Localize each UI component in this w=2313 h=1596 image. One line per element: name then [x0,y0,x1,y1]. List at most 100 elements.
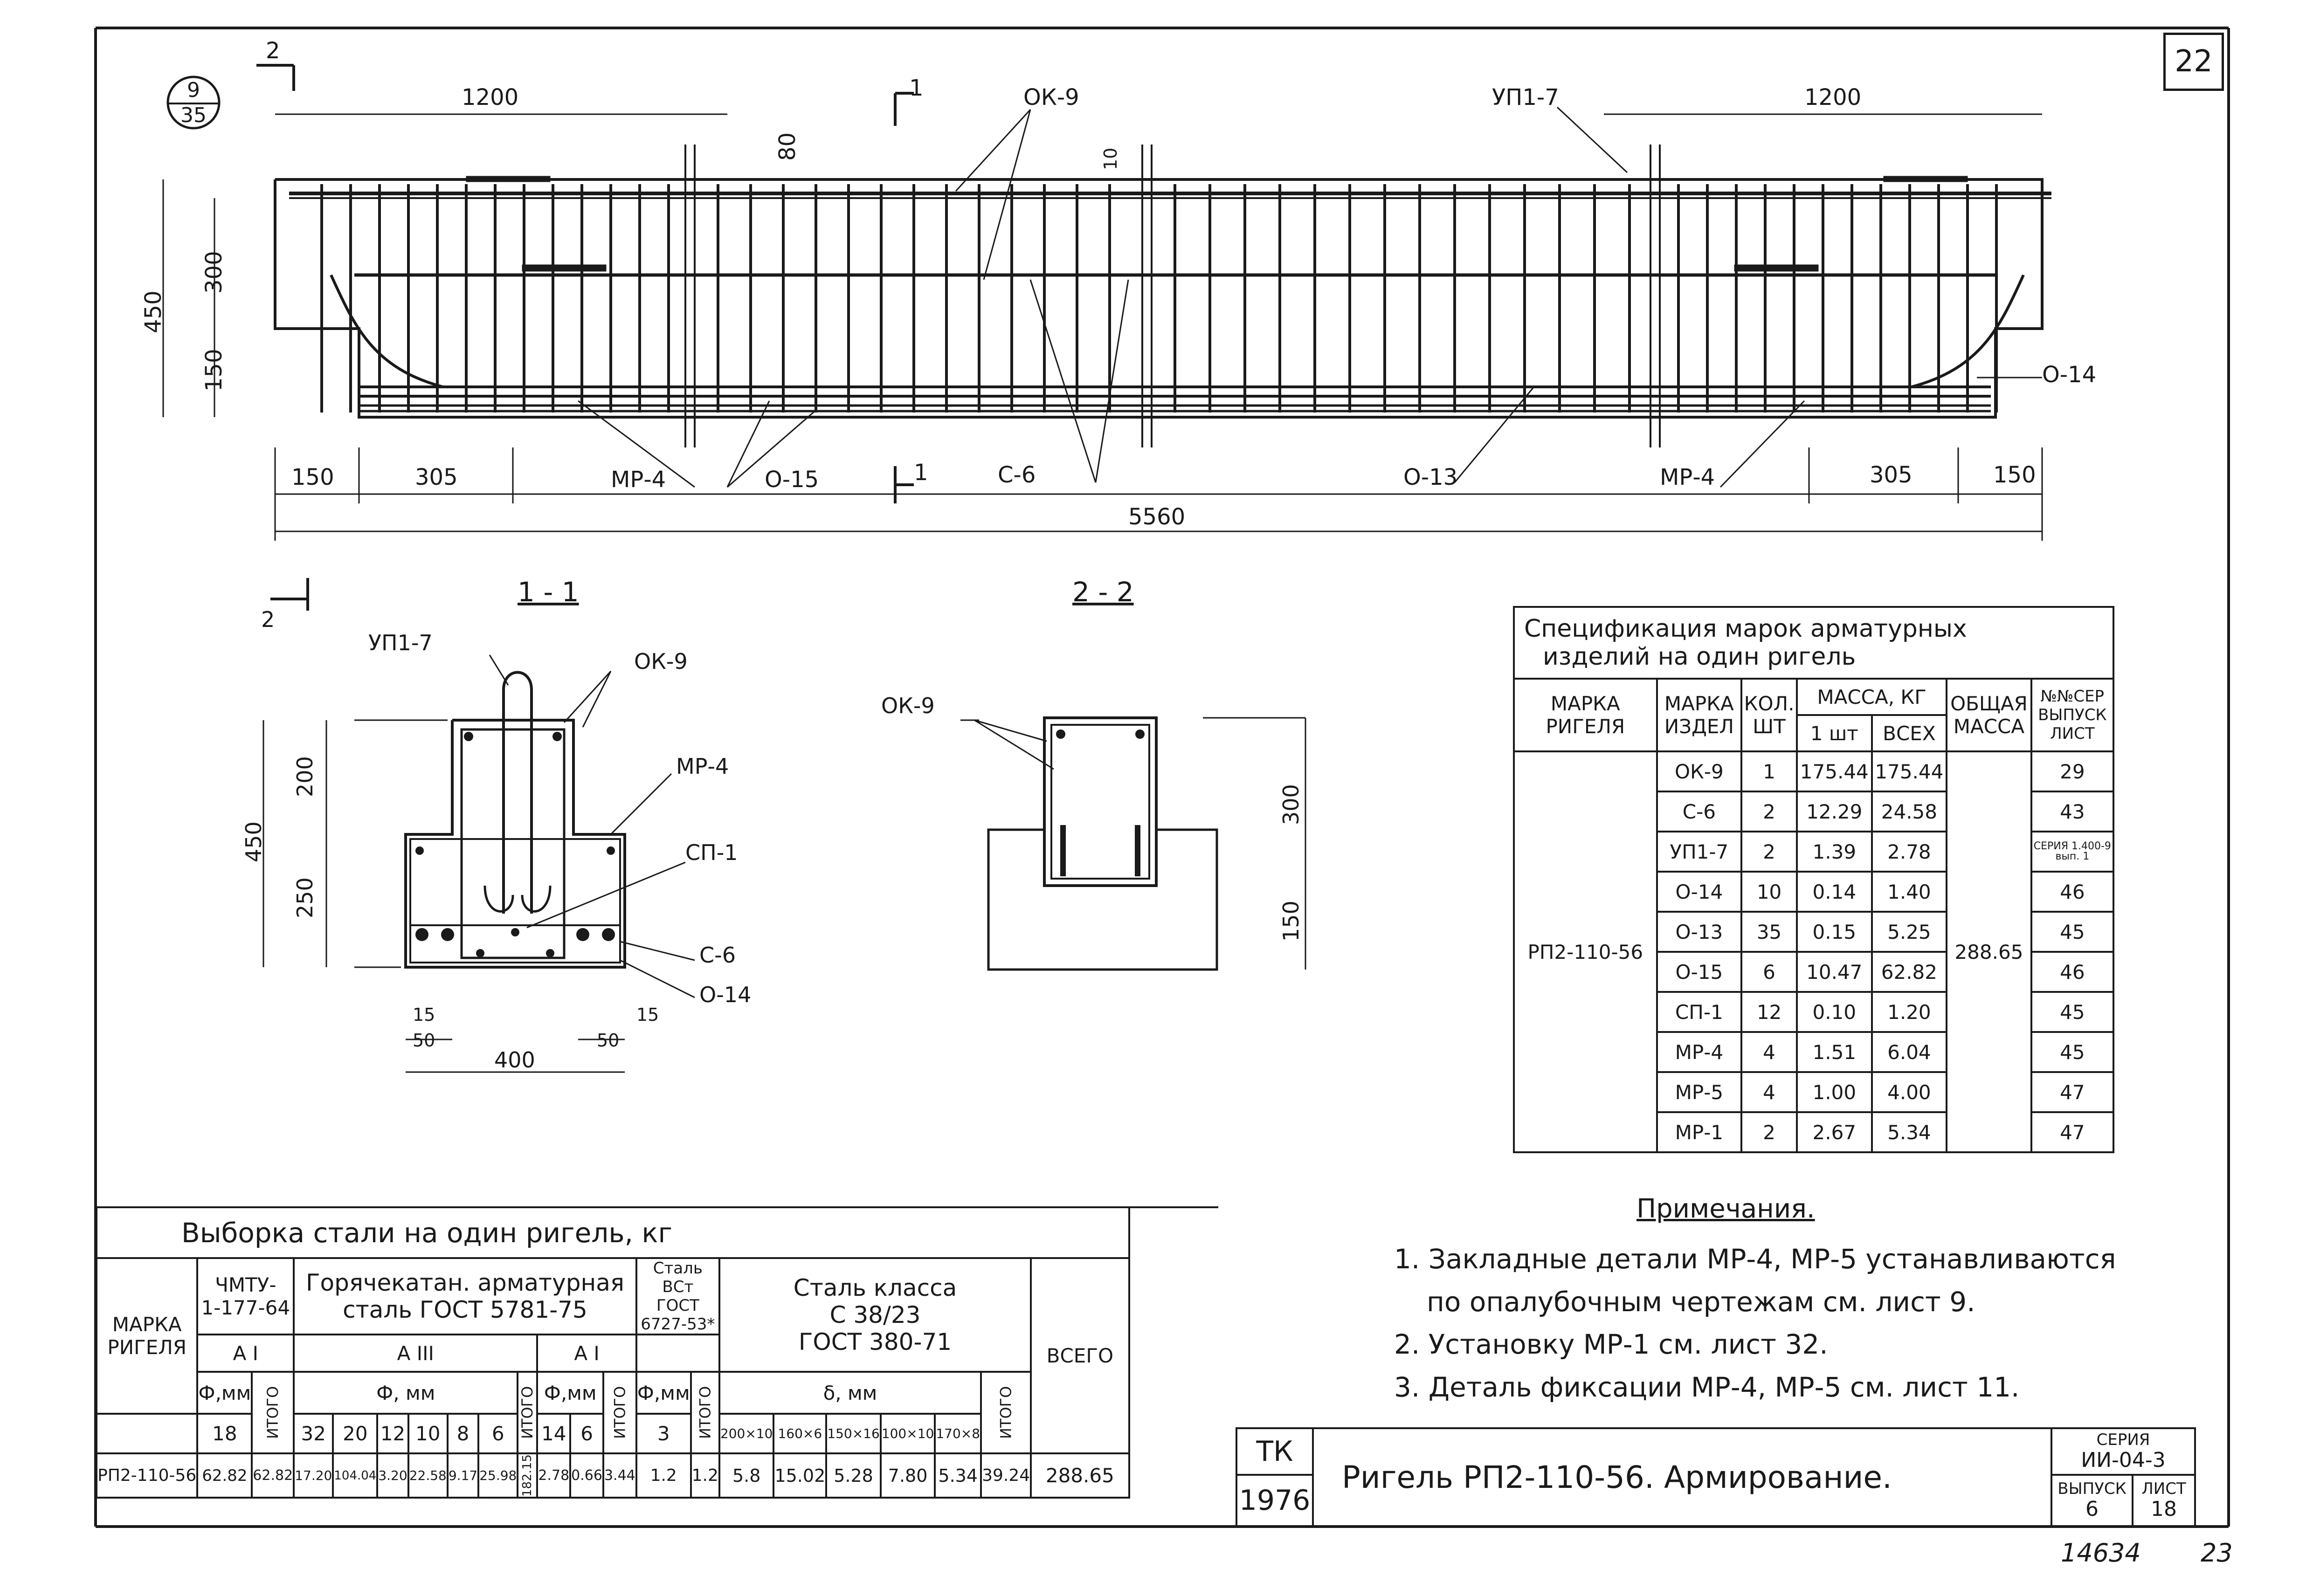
spec-row-all: 4.00 [1871,1071,1948,1113]
steel-v12: 3.20 [376,1452,409,1499]
detail-ref-bottom: 35 [180,103,207,127]
dim-15-right-s11: 15 [636,1004,659,1025]
steel-vst-blank [635,1334,720,1373]
steel-d20: 20 [332,1413,379,1454]
steel-v3: 1.2 [635,1452,692,1499]
steel-col-chmtu: ЧМТУ-1-177-64 [196,1257,295,1335]
section-2-2-title: 2 - 2 [1072,576,1134,608]
section-2-2-labels: 2 - 2 ОК-9 300 150 [881,576,1304,942]
spec-table: Спецификация марок арматурных изделий на… [1513,606,2115,1153]
spec-row-qty: 4 [1740,1031,1798,1073]
note-1a: 1. Закладные детали МР-4, МР-5 устанавли… [1394,1243,2116,1275]
dim-250-s11: 250 [292,877,318,918]
tb-tk: ТК [1236,1427,1314,1476]
beam-outline [274,178,2044,419]
steel-v32: 17.20 [293,1452,334,1499]
section-2-2 [960,716,1306,971]
steel-s100: 100×10 [879,1413,936,1454]
spec-row-mark: О-15 [1656,951,1743,993]
spec-col-1sht: 1 шт [1795,714,1873,752]
note-2: 2. Установку МР-1 см. лист 32. [1394,1328,1828,1361]
note-1b: по опалубочным чертежам см. лист 9. [1427,1286,1975,1318]
steel-d18: 18 [196,1413,253,1454]
section-1-1-outline [404,719,626,969]
spec-row-all: 24.58 [1871,791,1948,832]
spec-row-qty: 2 [1740,1111,1798,1153]
steel-v160: 15.02 [773,1452,828,1499]
steel-v10: 22.58 [407,1452,449,1499]
steel-itogo-3: ИТОГО [603,1372,636,1453]
spec-rigel-mark: РП2-110-56 [1513,750,1658,1153]
tb-year: 1976 [1236,1474,1314,1527]
dim-150-right: 150 [1993,462,2036,488]
label-sp1-s11: СП-1 [685,840,738,865]
steel-phi-1: Ф,мм [196,1371,253,1415]
spec-row-mark: МР-1 [1656,1111,1743,1153]
spec-row-sheet: 45 [2030,991,2115,1033]
spec-col-vseh: ВСЕХ [1871,714,1948,752]
spec-total-mass: 288.65 [1946,750,2032,1153]
label-ok9-elev: ОК-9 [1023,84,1079,110]
dim-305-right: 305 [1870,462,1913,488]
spec-row-qty: 12 [1740,991,1798,1033]
spec-title-line2: изделий на один ригель [1543,643,1856,671]
section-1-1 [262,654,695,1073]
dim-1200-left: 1200 [462,84,518,110]
spec-row-one: 0.14 [1795,871,1873,913]
steel-phi-4: Ф,мм [635,1371,692,1415]
spec-row-sheet: 46 [2030,951,2115,993]
tb-seriya-value: ИИ-04-3 [2081,1448,2166,1472]
steel-it5: 39.24 [980,1452,1032,1499]
footer-page: 23 [2201,1538,2233,1568]
spec-row-one: 10.47 [1795,951,1873,993]
spec-col-marka-rigelya-2: РИГЕЛЯ [1546,715,1625,738]
steel-itogo-5: ИТОГО [981,1372,1031,1453]
dim-305-left: 305 [415,464,458,490]
spec-row-sheet: 45 [2030,911,2115,953]
stirrups [320,184,1998,413]
label-mp4-s11: МР-4 [676,754,729,779]
spec-col-obshaya-1: ОБЩАЯ [1950,692,2028,715]
steel-it1: 62.82 [251,1452,295,1499]
elevation-dimensions [162,106,2043,541]
sheet-number: 22 [2163,33,2224,91]
steel-d32: 32 [293,1413,334,1454]
label-o14: О-14 [2042,362,2096,388]
spec-title: Спецификация марок арматурных изделий на… [1513,606,2114,680]
spec-row-all: 1.40 [1871,871,1948,913]
spec-row-mark: С-6 [1656,791,1743,832]
spec-row-sheet: 46 [2030,871,2115,913]
spec-row-mark: ОК-9 [1656,750,1743,792]
dim-450-elev: 450 [140,290,166,333]
steel-d8: 8 [446,1413,480,1454]
steel-a1: А I [196,1334,295,1373]
steel-s170: 170×8 [934,1413,982,1454]
label-ok9-s11: ОК-9 [634,649,688,674]
spec-row-one: 12.29 [1795,791,1873,832]
dim-150-left: 150 [291,464,334,490]
spec-row-qty: 1 [1740,750,1798,792]
tb-vypusk-label: ВЫПУСК [2058,1479,2127,1499]
spec-col-ser-2: ВЫПУСК [2038,706,2107,724]
spec-row-sheet: 47 [2030,1071,2115,1113]
spec-col-kol-1: КОЛ. [1744,692,1795,715]
spec-row-all: 175.44 [1871,750,1948,792]
section-1-1-labels: 1 - 1 2 УП1-7 ОК-9 МР-4 СП-1 С-6 О-14 20… [241,576,751,1073]
label-c6-s11: С-6 [699,942,736,968]
dim-50-right-s11: 50 [597,1030,619,1051]
dim-400-s11: 400 [494,1047,535,1073]
spec-row-sheet: СЕРИЯ 1.400-9 вып. 1 [2030,831,2115,873]
steel-v14: 2.78 [536,1452,572,1499]
steel-title: Выборка стали на один ригель, кг [96,1206,1130,1259]
steel-it3: 3.44 [602,1452,637,1499]
tb-list-value: 18 [2151,1497,2177,1521]
dim-200-s11: 200 [292,756,318,797]
steel-a1b: А I [536,1334,637,1373]
spec-row-one: 0.10 [1795,991,1873,1033]
section-mark-1-top: 1 [909,75,924,101]
section-markers [256,64,914,611]
label-up17-elev: УП1-7 [1492,84,1559,110]
label-o14-s11: О-14 [699,982,751,1007]
